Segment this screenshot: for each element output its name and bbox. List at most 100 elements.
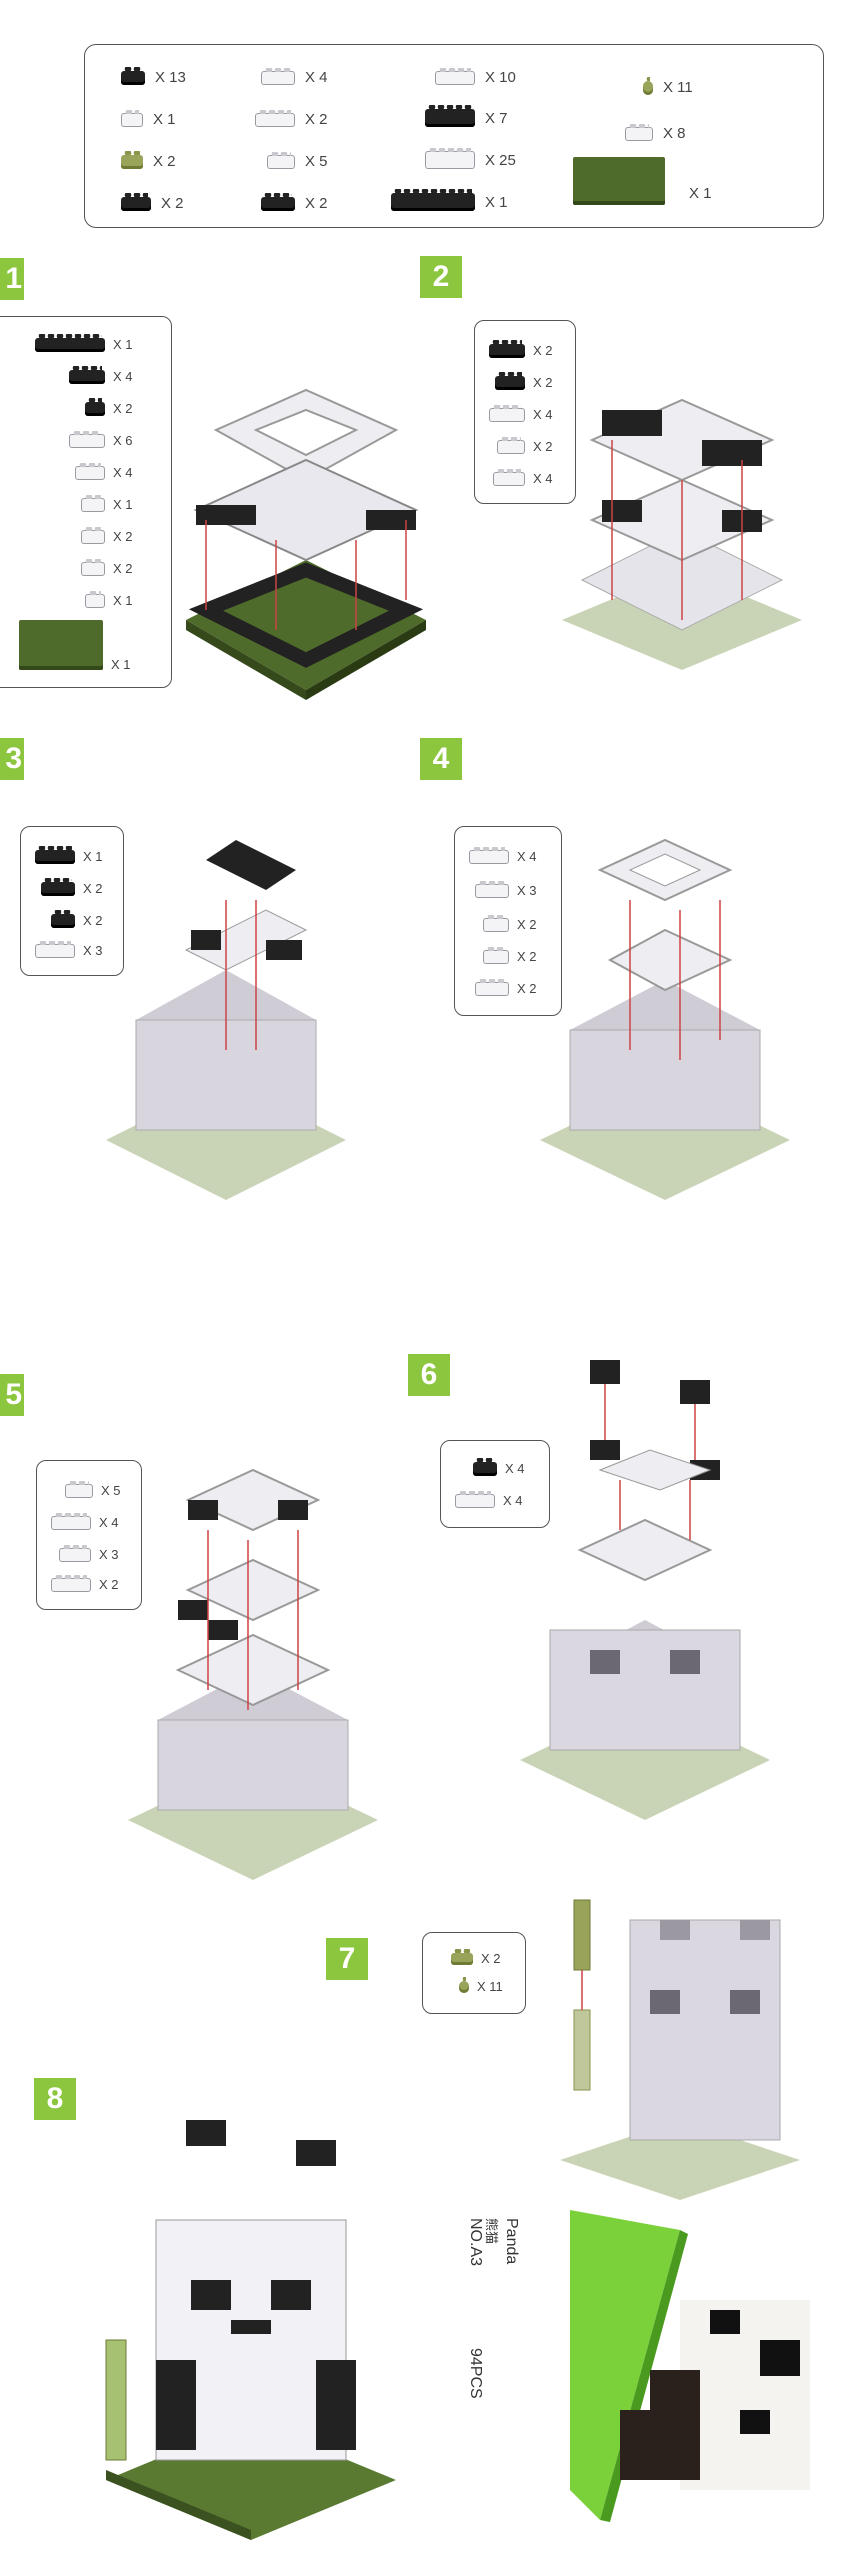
- product-model-number: NO.A3: [467, 2218, 484, 2267]
- step-3-part: X 1: [35, 845, 103, 864]
- step-1-part: X 1: [19, 617, 131, 672]
- parts-summary-box: X 13 X 1 X 2 X 2 X 4 X 2 X 5 X 2 X 10 X …: [84, 44, 824, 228]
- step-6-part: X 4: [455, 1490, 523, 1508]
- black-brick-icon: [121, 192, 151, 211]
- step-7-model-illustration: [560, 1899, 800, 2200]
- summary-part-15: X 1: [573, 157, 712, 205]
- white-brick-icon: [475, 880, 509, 898]
- summary-part-9: X 10: [435, 67, 516, 86]
- step-1-part: X 4: [69, 365, 133, 384]
- white-brick-icon: [483, 914, 509, 932]
- step-number-7: 7: [326, 1938, 368, 1980]
- summary-part-14: X 8: [625, 123, 686, 142]
- step-number-3: 3: [0, 738, 24, 780]
- step-1-part: X 1: [35, 333, 133, 352]
- black-brick-icon: [495, 371, 525, 390]
- step-2-part: X 4: [493, 468, 553, 486]
- white-brick-icon: [455, 1490, 495, 1508]
- step-5-part: X 4: [51, 1512, 119, 1530]
- step-1-part: X 1: [81, 494, 133, 512]
- white-brick-icon: [435, 67, 475, 85]
- white-brick-icon: [65, 1480, 93, 1498]
- step-7-part: X 2: [451, 1948, 501, 1966]
- step-1-model-illustration: [186, 388, 426, 700]
- olive-brick-icon: [451, 1948, 473, 1965]
- summary-part-13: X 11: [643, 76, 693, 96]
- white-brick-icon: [483, 946, 509, 964]
- step-2-part: X 2: [495, 371, 553, 390]
- product-name-en: Panda: [503, 2218, 520, 2265]
- step-4-part: X 3: [475, 880, 537, 898]
- step-4-part: X 2: [475, 978, 537, 996]
- white-brick-icon: [255, 109, 295, 127]
- summary-part-6: X 2: [255, 109, 328, 128]
- step-5-part: X 3: [59, 1544, 119, 1562]
- step-2-model-illustration: [562, 398, 802, 670]
- black-brick-icon: [425, 105, 475, 127]
- step-number-5: 5: [0, 1374, 24, 1416]
- step-2-part: X 2: [489, 339, 553, 358]
- white-brick-icon: [69, 430, 105, 448]
- white-brick-icon: [267, 151, 295, 169]
- step-7-part: X 11: [459, 1976, 503, 1994]
- black-brick-icon: [35, 845, 75, 864]
- white-brick-icon: [81, 526, 105, 544]
- white-brick-icon: [85, 590, 105, 608]
- step-1-part: X 4: [75, 462, 133, 480]
- white-brick-icon: [51, 1574, 91, 1592]
- step-4-part: X 4: [469, 846, 537, 864]
- white-brick-icon: [469, 846, 509, 864]
- summary-part-2: X 1: [121, 109, 176, 128]
- summary-part-11: X 25: [425, 148, 516, 169]
- step-3-parts-list: X 1 X 2 X 2 X 3: [20, 826, 124, 976]
- summary-part-5: X 4: [261, 67, 328, 86]
- step-1-part: X 1: [85, 590, 133, 608]
- green-base-plate-icon: [573, 157, 665, 205]
- white-brick-icon: [475, 978, 509, 996]
- black-brick-icon: [35, 333, 105, 352]
- step-1-part: X 2: [81, 526, 133, 544]
- white-brick-icon: [59, 1544, 91, 1562]
- black-brick-icon: [85, 397, 105, 416]
- black-brick-icon: [51, 909, 75, 928]
- white-brick-icon: [425, 148, 475, 169]
- final-panda-model-illustration: [105, 2120, 396, 2540]
- summary-part-10: X 7: [425, 105, 508, 127]
- step-6-parts-list: X 4 X 4: [440, 1440, 550, 1528]
- step-number-4: 4: [420, 738, 462, 780]
- white-brick-icon: [51, 1512, 91, 1530]
- white-brick-icon: [497, 436, 525, 454]
- olive-round-brick-icon: [643, 76, 653, 95]
- white-brick-icon: [81, 558, 105, 576]
- white-brick-icon: [81, 494, 105, 512]
- summary-part-7: X 5: [267, 151, 328, 170]
- step-3-part: X 2: [51, 909, 103, 928]
- step-5-parts-list: X 5 X 4 X 3 X 2: [36, 1460, 142, 1610]
- step-1-part: X 2: [81, 558, 133, 576]
- black-brick-icon: [261, 192, 295, 211]
- summary-part-8: X 2: [261, 192, 328, 212]
- summary-part-3: X 2: [121, 150, 176, 170]
- step-number-1: 1: [0, 258, 24, 300]
- white-brick-icon: [493, 468, 525, 486]
- step-4-part: X 2: [483, 914, 537, 932]
- summary-part-12: X 1: [391, 189, 508, 211]
- white-brick-icon: [489, 404, 525, 422]
- white-brick-icon: [35, 940, 75, 958]
- step-4-part: X 2: [483, 946, 537, 964]
- step-6-model-illustration: [520, 1360, 770, 1820]
- olive-brick-icon: [121, 150, 143, 169]
- black-brick-icon: [121, 66, 145, 85]
- step-4-parts-list: X 4 X 3 X 2 X 2 X 2: [454, 826, 562, 1016]
- olive-round-brick-icon: [459, 1976, 469, 1993]
- product-piece-count: 94PCS: [467, 2348, 484, 2399]
- step-4-model-illustration: [540, 838, 790, 1200]
- black-brick-icon: [489, 339, 525, 358]
- step-number-6: 6: [408, 1354, 450, 1396]
- step-number-8: 8: [34, 2078, 76, 2120]
- step-number-2: 2: [420, 256, 462, 298]
- step-5-part: X 2: [51, 1574, 119, 1592]
- boxed-panda-photo: [570, 2210, 810, 2522]
- step-2-part: X 2: [497, 436, 553, 454]
- white-brick-icon: [261, 67, 295, 85]
